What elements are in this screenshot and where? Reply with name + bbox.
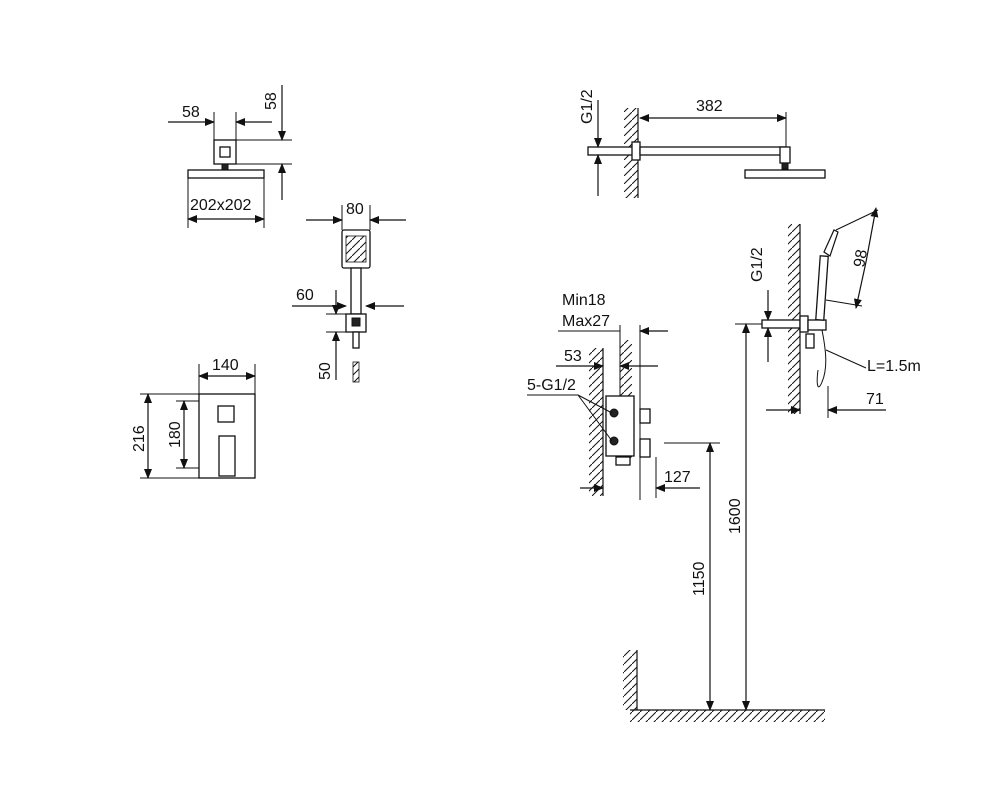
outlet-side-view: G1/2 98 L=1.5m 71: [749, 207, 921, 418]
valve-section-view: Min18 Max27 53 5-G1/2 127: [527, 292, 700, 500]
valve-handle: [218, 435, 236, 477]
dim-valve-height-outer: 216: [131, 425, 148, 452]
dim-valve-projection: 127: [664, 469, 691, 486]
arm-head-plate: [744, 169, 826, 179]
dim-arm-length: 382: [696, 98, 723, 115]
dim-wall-min: Min18: [562, 292, 606, 309]
dim-holder-height: 60: [296, 287, 314, 304]
dim-hose-connector: 50: [317, 362, 334, 380]
hose-thread: [352, 361, 360, 383]
hand-shower-handle: [350, 267, 362, 315]
shower-head-view: 58 58 202x202: [168, 85, 292, 228]
dim-arm-thread: G1/2: [579, 89, 596, 124]
floor-hatch: [630, 710, 825, 722]
dim-valve-height-inner: 180: [167, 421, 184, 448]
handshower-side: [815, 255, 829, 321]
dim-arm-mount-height: 1600: [727, 498, 744, 534]
dim-valve-ports: 5-G1/2: [527, 377, 576, 394]
floor-heights-view: 1150 1600: [623, 323, 825, 722]
wall-hatch-valve: [589, 348, 603, 496]
dim-handshower-len: 98: [851, 248, 871, 269]
dim-wall-max: Max27: [562, 313, 610, 330]
wall-hatch-bottom: [623, 650, 637, 710]
valve-front-view: 140 216 180: [131, 357, 256, 479]
dim-valve-depth: 53: [564, 348, 582, 365]
dim-handshower-width: 80: [346, 201, 364, 218]
valve-body: [605, 395, 635, 457]
wall-hatch-outlet: [788, 224, 800, 414]
dim-valve-mount-height: 1150: [691, 561, 708, 596]
dim-head-width: 58: [182, 104, 200, 121]
head-plate: [187, 169, 265, 179]
shower-arm-view: G1/2 382: [579, 89, 826, 198]
dim-hose-length: L=1.5m: [867, 358, 921, 375]
dim-head-height: 58: [263, 92, 280, 110]
dim-valve-width: 140: [212, 357, 239, 374]
dim-outlet-thread: G1/2: [749, 247, 766, 282]
dim-head-size: 202x202: [190, 197, 251, 214]
dim-outlet-projection: 71: [866, 391, 884, 408]
hand-shower-view: 80 60 50: [292, 201, 406, 383]
shower-arm: [639, 146, 787, 156]
